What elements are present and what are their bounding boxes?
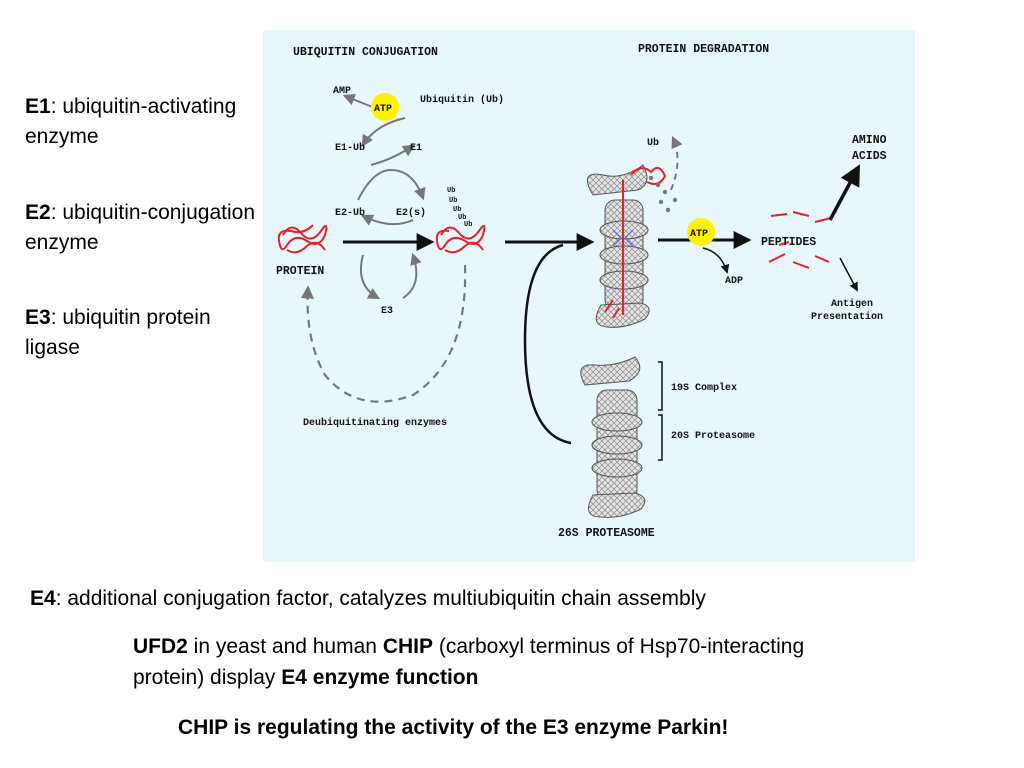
label-ub-released: Ub	[647, 137, 659, 149]
ufd2-chip-paragraph: UFD2 in yeast and human CHIP (carboxyl t…	[133, 631, 873, 693]
bracket-19s	[658, 361, 663, 411]
chip-parkin-statement: CHIP is regulating the activity of the E…	[178, 716, 729, 739]
definition-e3: E3: ubiquitin protein ligase	[25, 303, 260, 363]
diagram-background	[263, 30, 915, 562]
ub-chain-5: Ub	[464, 221, 472, 229]
e4-definition-text: : additional conjugation factor, catalyz…	[55, 587, 706, 610]
definition-e2: E2: ubiquitin-conjugation enzyme	[25, 198, 260, 258]
definition-e3-text: : ubiquitin protein ligase	[25, 306, 211, 359]
arrow-deubiquitination	[300, 264, 467, 403]
section-title-conjugation: UBIQUITIN CONJUGATION	[293, 46, 438, 59]
arrow-to-antigen	[839, 257, 858, 292]
arrow-e1-to-e2	[357, 168, 426, 201]
label-e1-ub: E1-Ub	[335, 142, 365, 154]
definition-e1-text: : ubiquitin-activating enzyme	[25, 95, 237, 148]
label-e3: E3	[381, 306, 393, 317]
label-e2s: E2(s)	[396, 207, 426, 219]
definition-e1: E1: ubiquitin-activating enzyme	[25, 92, 260, 152]
arrow-e1-cycle-left	[361, 117, 406, 148]
active-proteasome	[586, 164, 667, 328]
atp-badge	[371, 93, 399, 121]
bracket-20s	[658, 414, 663, 461]
label-19s-complex: 19S Complex	[671, 382, 737, 394]
ufd-text-1: in yeast and human	[187, 635, 383, 658]
label-acids: ACIDS	[852, 150, 887, 163]
arrow-ub-release	[670, 135, 683, 191]
ub-chain-4: Ub	[458, 214, 466, 222]
arrow-e1-cycle-right	[370, 144, 416, 166]
term-e4: E4	[30, 587, 56, 610]
ub-chain-labels: Ub Ub Ub Ub Ub	[447, 187, 472, 229]
label-presentation: Presentation	[811, 311, 883, 323]
arrow-proteasome-assembly	[523, 243, 572, 445]
label-amino: AMINO	[852, 134, 887, 147]
term-chip: CHIP	[382, 635, 433, 658]
ub-chain-3: Ub	[453, 206, 461, 214]
arrow-e3-cycle-right	[402, 252, 422, 299]
arrow-e2-return	[360, 214, 414, 226]
ufd-text-2: (carboxyl terminus of Hsp70-interacting …	[133, 635, 805, 689]
ub-chain-1: Ub	[447, 187, 455, 195]
arrow-e3-cycle-left	[359, 254, 381, 300]
label-ubiquitin: Ubiquitin (Ub)	[420, 94, 504, 106]
arrow-to-adp	[702, 247, 730, 274]
atp-badge-degradation	[687, 218, 715, 246]
term-e4-function: E4 enzyme function	[281, 666, 479, 689]
label-atp: ATP	[374, 104, 392, 115]
arrow-to-amino-acids	[828, 164, 860, 221]
label-amp: AMP	[333, 86, 351, 97]
section-title-degradation: PROTEIN DEGRADATION	[638, 43, 769, 56]
label-e1: E1	[410, 143, 422, 154]
peptide-fragments	[768, 211, 832, 269]
ubiquitin-proteasome-diagram: UBIQUITIN CONJUGATION PROTEIN DEGRADATIO…	[263, 30, 915, 562]
label-deubiquitinating-enzymes: Deubiquitinating enzymes	[303, 417, 447, 429]
label-peptides: PEPTIDES	[761, 236, 816, 249]
label-e2-ub: E2-Ub	[335, 207, 365, 219]
ubiquitinated-protein	[435, 224, 486, 254]
term-e3: E3	[25, 306, 51, 329]
label-20s-proteasome: 20S Proteasome	[671, 431, 755, 442]
label-atp-degradation: ATP	[690, 229, 708, 240]
term-e1: E1	[25, 95, 51, 118]
proteasome-26s	[580, 356, 646, 518]
ub-chain-2: Ub	[449, 197, 457, 205]
term-ufd2: UFD2	[133, 635, 188, 658]
label-protein: PROTEIN	[276, 265, 324, 278]
label-antigen: Antigen	[831, 298, 873, 310]
label-adp: ADP	[725, 276, 743, 287]
definition-e2-text: : ubiquitin-conjugation enzyme	[25, 201, 255, 254]
term-e2: E2	[25, 201, 51, 224]
label-26s-proteasome: 26S PROTEASOME	[558, 527, 655, 540]
e4-definition: E4: additional conjugation factor, catal…	[30, 584, 706, 614]
substrate-protein	[277, 224, 328, 254]
released-ubiquitin-chain	[648, 175, 678, 213]
